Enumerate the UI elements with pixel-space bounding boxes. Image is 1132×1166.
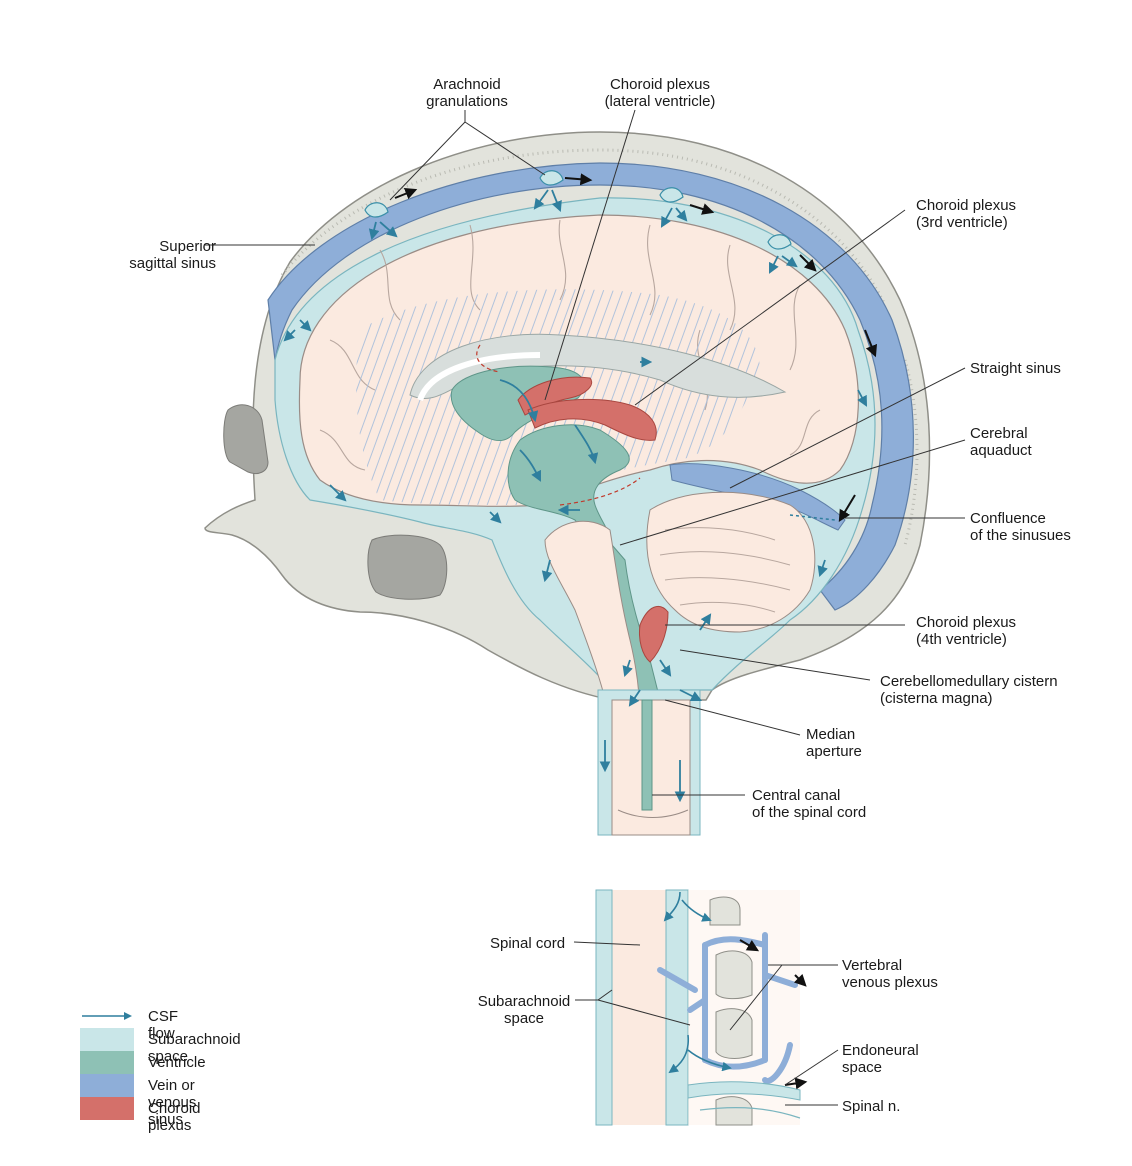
legend-label: Subarachnoid space bbox=[148, 1031, 241, 1065]
legend-swatch bbox=[80, 1051, 134, 1074]
label-straight-sinus: Straight sinus bbox=[970, 360, 1061, 377]
label-spinal-nerve: Spinal n. bbox=[842, 1098, 901, 1115]
label-endoneural-space: Endoneural space bbox=[842, 1042, 919, 1076]
legend-label: Vein or venous sinus bbox=[148, 1077, 197, 1128]
label-arachnoid-granulations: Arachnoid granulations bbox=[426, 76, 508, 110]
legend-swatch bbox=[80, 1074, 134, 1097]
legend-label: CSF flow bbox=[148, 1008, 178, 1042]
label-choroid-plexus-lateral: Choroid plexus (lateral ventricle) bbox=[604, 76, 716, 110]
cerebellum bbox=[646, 491, 816, 633]
label-cisterna-magna: Cerebellomedullary cistern (cisterna mag… bbox=[880, 673, 1058, 707]
choroid-plexus-4th bbox=[639, 605, 669, 663]
legend-label: Choroid plexus bbox=[148, 1100, 201, 1134]
label-subarachnoid-space: Subarachnoid space bbox=[477, 993, 571, 1027]
superior-sagittal-sinus bbox=[267, 162, 914, 611]
arachnoid-granulations bbox=[364, 170, 792, 250]
spine-inset bbox=[595, 889, 808, 1126]
label-median-aperture: Median aperture bbox=[806, 726, 862, 760]
label-choroid-plexus-4th: Choroid plexus (4th ventricle) bbox=[916, 614, 1017, 648]
label-spinal-cord: Spinal cord bbox=[490, 935, 566, 952]
label-vertebral-venous-plexus: Vertebral venous plexus bbox=[842, 957, 938, 991]
label-choroid-plexus-3rd: Choroid plexus (3rd ventricle) bbox=[916, 197, 1017, 231]
choroid-plexus-3rd bbox=[527, 398, 657, 441]
sphenoid-cavity bbox=[367, 534, 448, 600]
orbital-cavity bbox=[223, 404, 269, 475]
legend-swatch bbox=[80, 1028, 134, 1051]
label-cerebral-aquaduct: Cerebral aquaduct bbox=[970, 425, 1032, 459]
label-confluence: Confluence of the sinusues bbox=[970, 510, 1071, 544]
legend-swatch bbox=[80, 1097, 134, 1120]
legend-label: Ventricle bbox=[148, 1054, 206, 1071]
csf-flow-arrow-icon bbox=[82, 1012, 132, 1020]
label-central-canal: Central canal of the spinal cord bbox=[752, 787, 867, 821]
label-superior-sagittal-sinus: Superior sagittal sinus bbox=[129, 238, 216, 272]
